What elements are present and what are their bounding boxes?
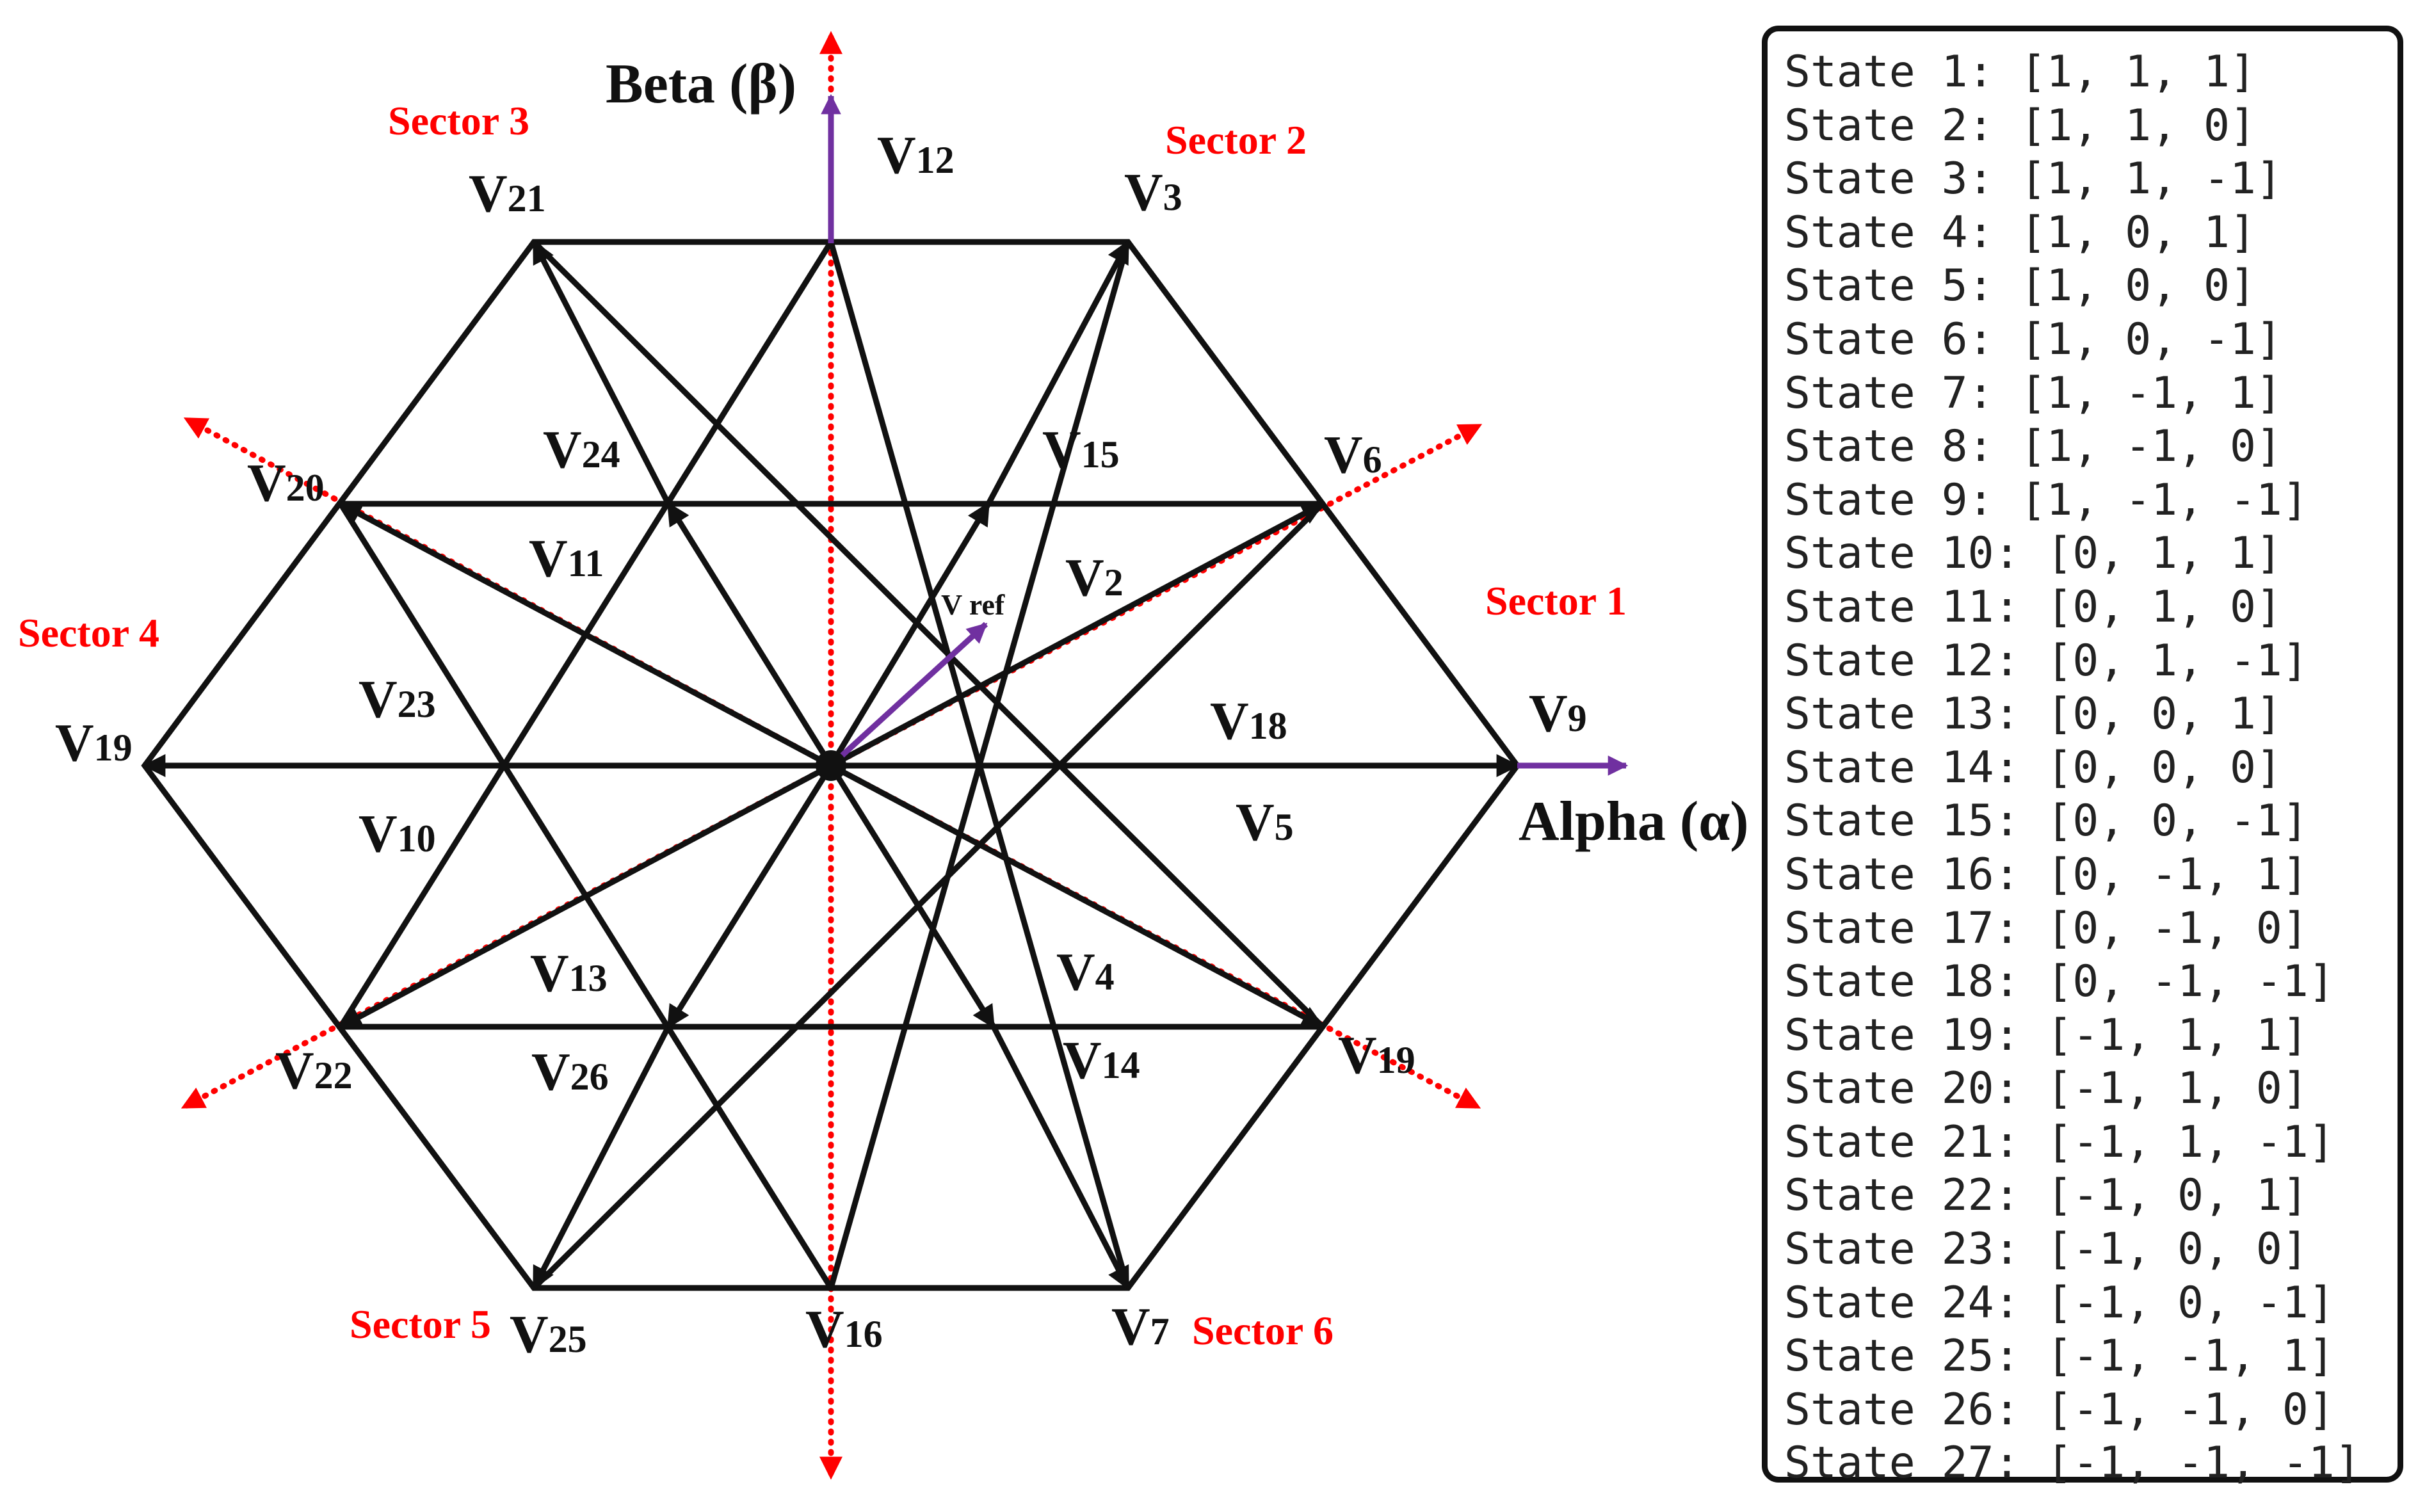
label-v18: V18: [1210, 691, 1287, 751]
state-row-1: State 1: [1, 1, 1]: [1784, 47, 2256, 97]
label-v6: V6: [1324, 425, 1382, 485]
state-row-6: State 6: [1, 0, -1]: [1784, 314, 2282, 365]
state-list: State 1: [1, 1, 1]State 2: [1, 1, 0]Stat…: [1784, 45, 2398, 1490]
arrow-to-v13: [666, 764, 834, 1029]
label-v25: V25: [510, 1305, 587, 1364]
label-v11: V11: [529, 529, 604, 588]
arrow-to-v25: [531, 1025, 672, 1291]
state-row-15: State 15: [0, 0, -1]: [1784, 796, 2309, 847]
sector-5-label: Sector 5: [350, 1301, 491, 1347]
label-v24: V24: [543, 420, 620, 479]
state-row-5: State 5: [1, 0, 0]: [1784, 261, 2256, 312]
label-v16: V16: [805, 1299, 883, 1359]
state-table-panel: State 1: [1, 1, 1]State 2: [1, 1, 0]Stat…: [1762, 26, 2403, 1488]
label-v26: V26: [531, 1042, 609, 1102]
arrow-to-v3: [986, 239, 1131, 506]
state-row-18: State 18: [0, -1, -1]: [1784, 956, 2335, 1008]
label-v13: V13: [530, 944, 608, 1003]
label-v19-left: V19: [55, 713, 133, 773]
label-v2: V2: [1065, 548, 1124, 607]
state-vector-arrows: [142, 239, 1520, 1291]
state-row-8: State 8: [1, -1, 0]: [1784, 421, 2282, 472]
label-v9: V9: [1529, 684, 1587, 743]
state-row-23: State 23: [-1, 0, 0]: [1784, 1224, 2309, 1275]
state-row-27: State 27: [-1, -1, -1]: [1784, 1438, 2361, 1489]
label-v7: V7: [1111, 1297, 1170, 1356]
label-v4: V4: [1056, 942, 1115, 1002]
arrow-to-v19-right: [829, 763, 1325, 1029]
state-row-4: State 4: [1, 0, 1]: [1784, 207, 2256, 258]
state-row-10: State 10: [0, 1, 1]: [1784, 528, 2282, 579]
vref-arrow: [828, 622, 988, 768]
state-row-13: State 13: [0, 0, 1]: [1784, 689, 2282, 740]
state-row-19: State 19: [-1, 1, 1]: [1784, 1009, 2309, 1061]
label-v21: V21: [469, 164, 546, 223]
arrow-to-v11: [666, 501, 834, 768]
axis-arrows: [821, 93, 1629, 776]
beta-axis-label: Beta (β): [606, 53, 796, 115]
sector-4-label: Sector 4: [18, 610, 159, 655]
state-row-22: State 22: [-1, 0, 1]: [1784, 1170, 2309, 1221]
state-row-24: State 24: [-1, 0, -1]: [1784, 1277, 2335, 1328]
arrow-to-v2: [828, 501, 991, 768]
arrow-to-v20: [338, 501, 833, 768]
state-row-2: State 2: [1, 1, 0]: [1784, 100, 2256, 151]
arrow-to-v4: [828, 764, 996, 1029]
arrow-to-v6: [829, 501, 1325, 768]
label-v19-right: V19: [1338, 1025, 1415, 1085]
state-row-20: State 20: [-1, 1, 0]: [1784, 1063, 2309, 1114]
label-v12: V12: [877, 125, 955, 185]
sector-2-label: Sector 2: [1165, 117, 1307, 163]
label-v20: V20: [247, 453, 325, 513]
arrow-to-v21: [531, 239, 672, 506]
label-v23: V23: [359, 670, 436, 729]
grid-diag-v21-to-v19: [531, 239, 1325, 1029]
state-row-14: State 14: [0, 0, 0]: [1784, 742, 2282, 793]
label-v3: V3: [1124, 163, 1182, 222]
state-row-26: State 26: [-1, -1, 0]: [1784, 1384, 2335, 1435]
state-row-12: State 12: [0, 1, -1]: [1784, 635, 2309, 686]
vref-label: V ref: [941, 588, 1005, 621]
state-row-21: State 21: [-1, 1, -1]: [1784, 1116, 2335, 1168]
origin-dot: [816, 750, 846, 781]
state-row-17: State 17: [0, -1, 0]: [1784, 903, 2309, 954]
sector-1-label: Sector 1: [1485, 578, 1627, 623]
state-row-16: State 16: [0, -1, 1]: [1784, 849, 2309, 900]
state-row-7: State 7: [1, -1, 1]: [1784, 367, 2282, 419]
sector-3-label: Sector 3: [388, 98, 529, 143]
state-row-11: State 11: [0, 1, 0]: [1784, 581, 2282, 632]
arrow-to-v22: [338, 763, 833, 1029]
grid-diag-v6-to-v25: [531, 501, 1325, 1291]
label-v22: V22: [275, 1041, 353, 1100]
label-v5: V5: [1236, 792, 1294, 852]
alpha-axis-label: Alpha (α): [1519, 791, 1749, 853]
sector-6-label: Sector 6: [1192, 1308, 1334, 1353]
state-row-3: State 3: [1, 1, -1]: [1784, 154, 2282, 205]
state-row-9: State 9: [1, -1, -1]: [1784, 474, 2309, 526]
label-v10: V10: [359, 804, 436, 864]
label-v14: V14: [1063, 1031, 1140, 1090]
arrow-to-v7: [990, 1025, 1131, 1291]
label-v15: V15: [1042, 420, 1120, 479]
state-row-25: State 25: [-1, -1, 1]: [1784, 1331, 2335, 1382]
